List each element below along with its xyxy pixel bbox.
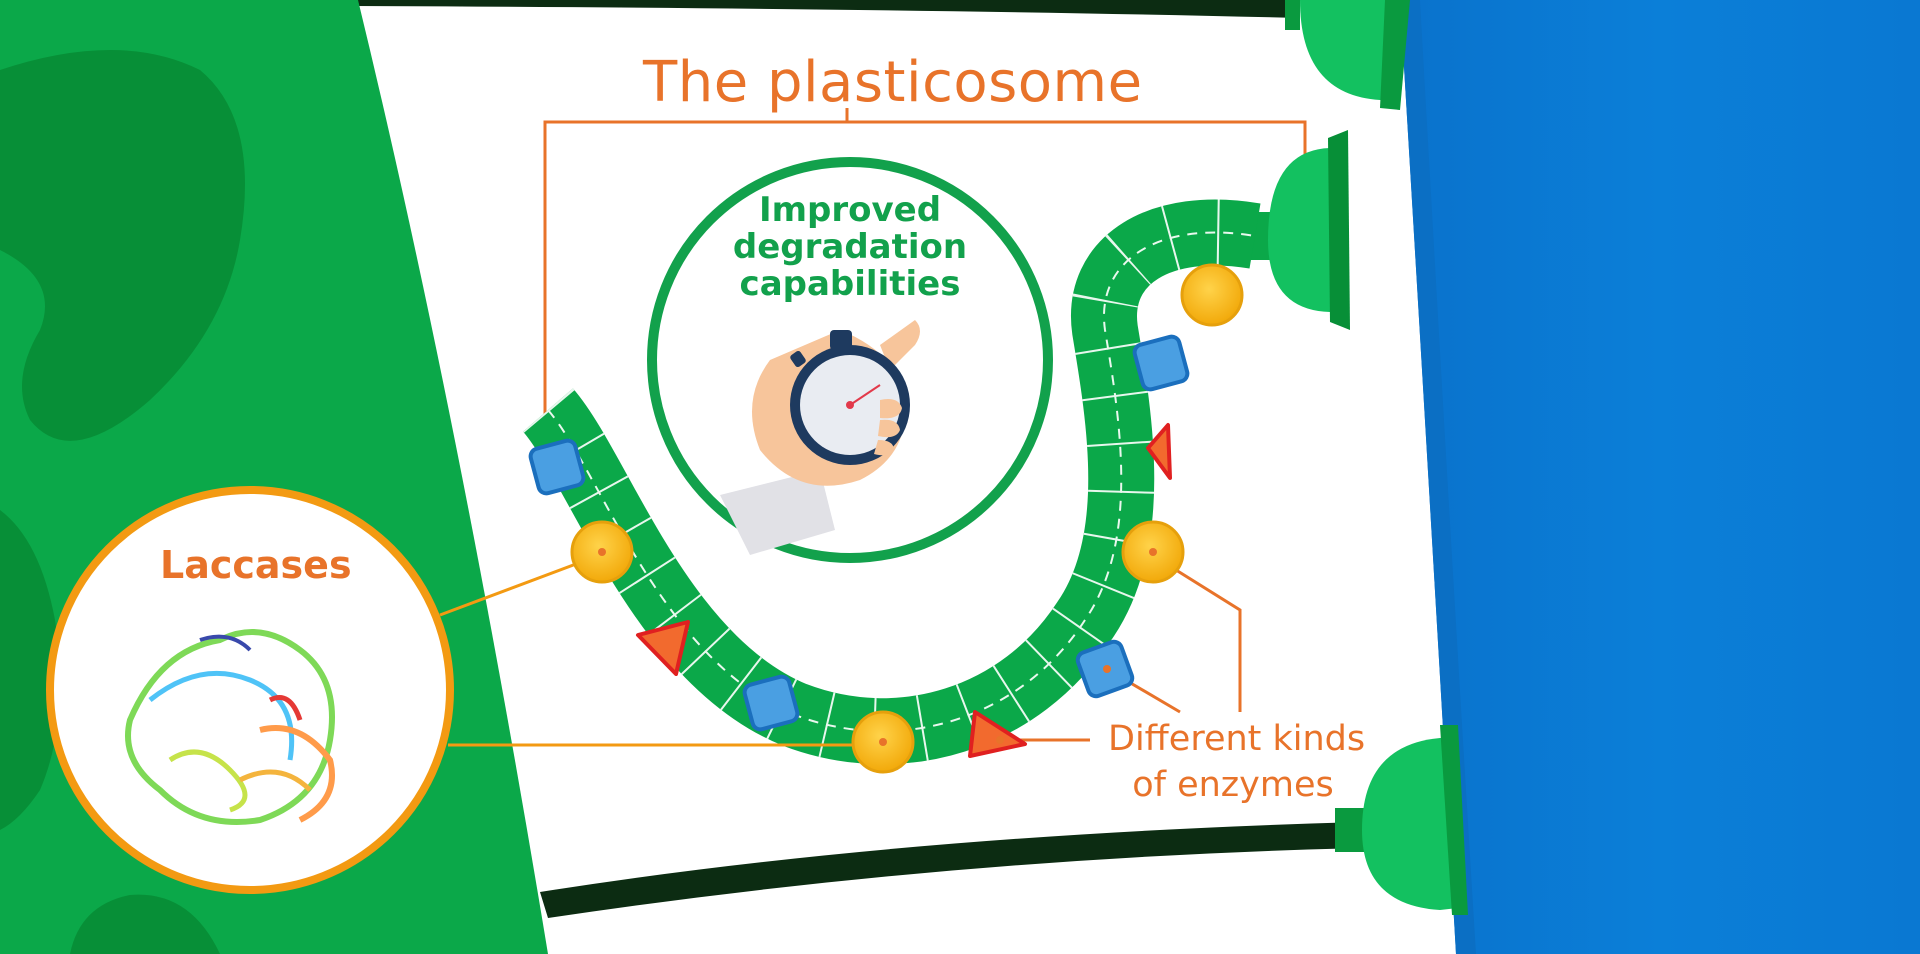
- blue-edge: [1400, 0, 1476, 954]
- plasticosome-title: The plasticosome: [643, 50, 1143, 115]
- bottom-membrane: [540, 822, 1362, 918]
- blue-enzyme-icon: [528, 334, 1190, 732]
- dark-blob-top: [0, 50, 245, 441]
- dock-top: [1285, 0, 1410, 110]
- improved-line-2: degradation: [732, 227, 968, 267]
- top-membrane: [350, 0, 1300, 18]
- right-blue-cell: [1400, 0, 1920, 954]
- dark-blob-bottom: [70, 894, 220, 954]
- plasticosome-chain-zigzag: [547, 231, 1256, 733]
- enzymes-connector-top: [1151, 553, 1242, 712]
- enzymes-line-1: Different kinds: [1108, 719, 1366, 759]
- improved-degradation-label: Improved degradation capabilities: [700, 192, 1000, 303]
- improved-line-1: Improved: [758, 190, 942, 230]
- dark-blob-mid: [0, 510, 60, 830]
- laccase-protein-icon: [125, 629, 335, 825]
- improved-line-3: capabilities: [739, 264, 961, 304]
- dock-bottom: [1335, 725, 1468, 915]
- laccase-circle: [46, 486, 454, 894]
- enzymes-line-2: of enzymes: [1132, 765, 1334, 805]
- stopwatch-hand-icon: [720, 320, 920, 555]
- red-enzyme-icon: [636, 423, 1172, 758]
- yellow-enzyme-icon: [570, 263, 1244, 774]
- enzymes-label: Different kinds of enzymes: [1108, 716, 1366, 808]
- laccases-label: Laccases: [160, 543, 352, 587]
